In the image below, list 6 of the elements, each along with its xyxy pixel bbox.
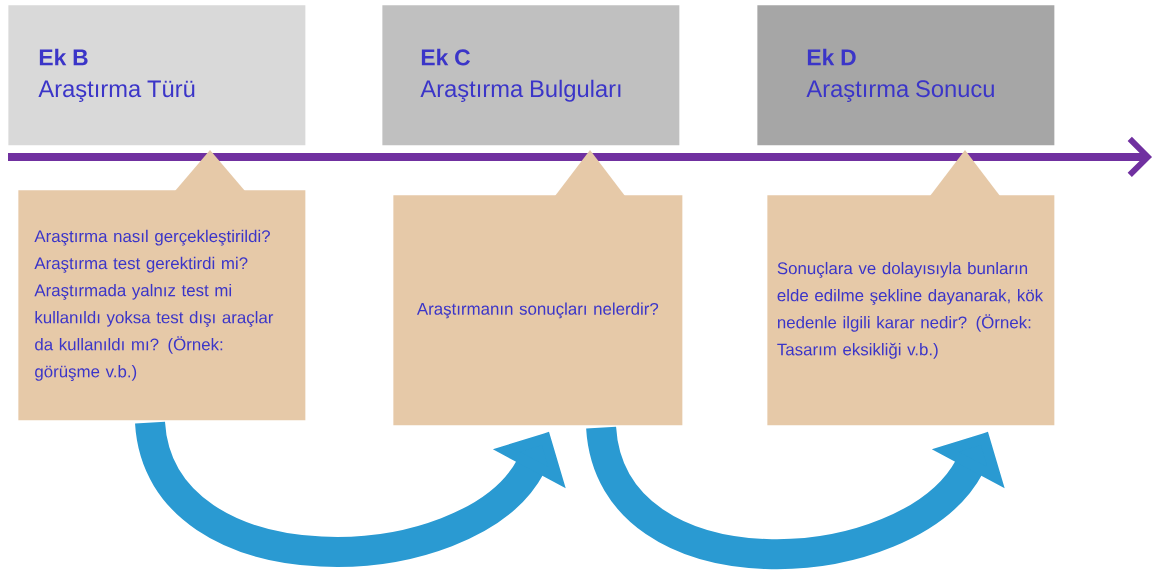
callout-box: Araştırma nasıl gerçekleştirildi? Araştırma test gerektirdi mi? Araştırmada yalnız test mi kullanıldı yoksa test dışı araçlar da kullanıldı mı? (Örnek: görüşme v.b.): [18, 150, 306, 421]
header-box: Ek C Araştırma Bulguları: [382, 5, 680, 146]
header-box: Ek D Araştırma Sonucu: [757, 5, 1055, 146]
callout-box: Sonuçlara ve dolayısıyla bunların elde edilme şekline dayanarak, kök nedenle ilgili karar nedir? (Örnek: Tasarım eksikliği v.b.): [767, 150, 1055, 426]
callout-box: Araştırmanın sonuçları nelerdir?: [393, 150, 683, 426]
header-box: Ek B Araştırma Türü: [8, 5, 306, 146]
